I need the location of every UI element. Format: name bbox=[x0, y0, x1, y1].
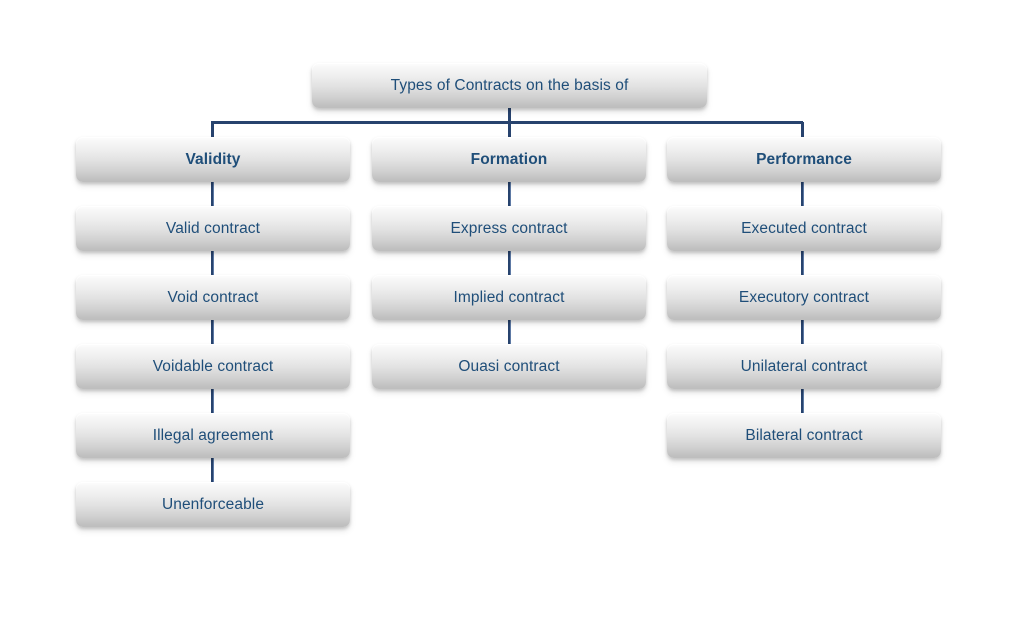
title-box-label: Types of Contracts on the basis of bbox=[390, 76, 629, 94]
column-header-formation[interactable]: Formation bbox=[372, 137, 646, 182]
node-executed-contract[interactable]: Executed contract bbox=[667, 206, 941, 251]
node-voidable-contract-label: Voidable contract bbox=[152, 357, 274, 375]
node-executory-contract[interactable]: Executory contract bbox=[667, 275, 941, 320]
node-illegal-agreement[interactable]: Illegal agreement bbox=[76, 413, 350, 458]
column-header-validity[interactable]: Validity bbox=[76, 137, 350, 182]
node-valid-contract-label: Valid contract bbox=[165, 219, 261, 237]
node-express-contract-label: Express contract bbox=[450, 219, 568, 237]
node-valid-contract[interactable]: Valid contract bbox=[76, 206, 350, 251]
node-implied-contract[interactable]: Implied contract bbox=[372, 275, 646, 320]
node-executory-contract-label: Executory contract bbox=[738, 288, 870, 306]
node-unilateral-contract[interactable]: Unilateral contract bbox=[667, 344, 941, 389]
node-ouasi-contract-label: Ouasi contract bbox=[458, 357, 560, 375]
node-unenforceable-label: Unenforceable bbox=[161, 495, 265, 513]
column-header-performance-label: Performance bbox=[756, 150, 852, 168]
column-header-validity-label: Validity bbox=[185, 150, 241, 168]
node-bilateral-contract[interactable]: Bilateral contract bbox=[667, 413, 941, 458]
column-header-performance[interactable]: Performance bbox=[667, 137, 941, 182]
node-voidable-contract[interactable]: Voidable contract bbox=[76, 344, 350, 389]
column-header-formation-label: Formation bbox=[470, 150, 548, 168]
node-void-contract[interactable]: Void contract bbox=[76, 275, 350, 320]
node-illegal-agreement-label: Illegal agreement bbox=[152, 426, 274, 444]
node-ouasi-contract[interactable]: Ouasi contract bbox=[372, 344, 646, 389]
node-express-contract[interactable]: Express contract bbox=[372, 206, 646, 251]
node-unenforceable[interactable]: Unenforceable bbox=[76, 482, 350, 527]
node-implied-contract-label: Implied contract bbox=[453, 288, 565, 306]
title-box[interactable]: Types of Contracts on the basis of bbox=[312, 63, 707, 108]
node-unilateral-contract-label: Unilateral contract bbox=[740, 357, 868, 375]
node-void-contract-label: Void contract bbox=[167, 288, 259, 306]
node-executed-contract-label: Executed contract bbox=[741, 219, 867, 237]
node-bilateral-contract-label: Bilateral contract bbox=[745, 426, 863, 444]
